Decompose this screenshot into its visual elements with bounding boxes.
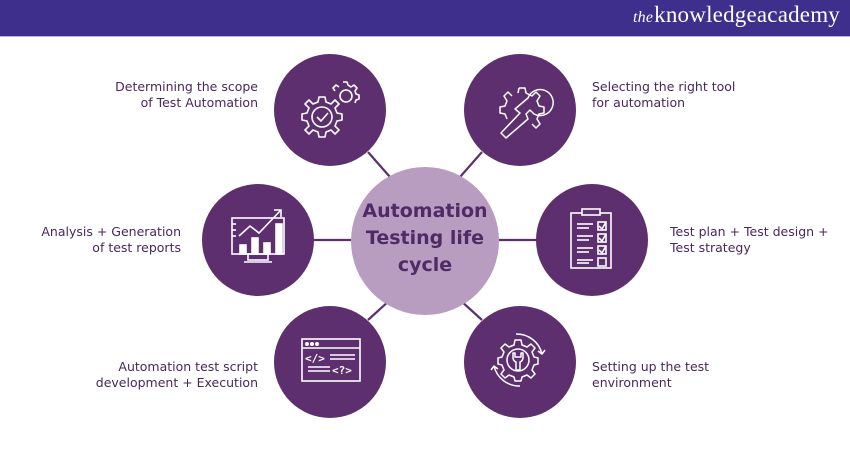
monitor-chart-icon bbox=[231, 209, 285, 263]
label-line: Test strategy bbox=[670, 240, 751, 255]
brand-prefix: the bbox=[633, 9, 654, 26]
label-script: Automation test script development + Exe… bbox=[96, 359, 258, 391]
center-circle bbox=[351, 167, 499, 315]
label-line: of Test Automation bbox=[140, 95, 258, 110]
label-line: Selecting the right tool bbox=[592, 79, 736, 94]
center-title-line: cycle bbox=[397, 254, 453, 276]
label-environment: Setting up the test environment bbox=[592, 359, 709, 391]
code-window-icon: </> <?> bbox=[301, 338, 361, 382]
label-line: Test plan + Test design + bbox=[670, 224, 829, 239]
label-line: Setting up the test bbox=[592, 359, 710, 374]
label-line: of test reports bbox=[92, 240, 181, 255]
gears-check-icon bbox=[301, 81, 360, 138]
header-banner: theknowledgeacademy bbox=[0, 0, 850, 37]
svg-text:</>: </> bbox=[305, 352, 325, 365]
connector-scope bbox=[367, 151, 391, 178]
label-line: environment bbox=[592, 375, 672, 390]
label-line: Analysis + Generation bbox=[41, 224, 181, 239]
label-plan: Test plan + Test design + Test strategy bbox=[670, 224, 829, 256]
node-circle-tool bbox=[464, 54, 576, 166]
connector-tool bbox=[459, 151, 483, 178]
brand-logo: theknowledgeacademy bbox=[633, 2, 840, 28]
gear-cycle-wrench-icon bbox=[490, 333, 546, 387]
label-line: Automation test script bbox=[118, 359, 258, 374]
brand-name: knowledgeacademy bbox=[654, 2, 840, 27]
svg-text:<?>: <?> bbox=[332, 364, 352, 377]
gear-wrench-icon bbox=[499, 87, 554, 139]
node-circle-plan bbox=[536, 184, 648, 296]
label-line: for automation bbox=[592, 95, 686, 110]
label-line: development + Execution bbox=[95, 375, 258, 390]
label-line: Determining the scope bbox=[115, 79, 258, 94]
center-title-line: Testing life bbox=[365, 227, 485, 249]
clipboard-checklist-icon bbox=[570, 208, 612, 269]
center-title-line: Automation bbox=[362, 200, 488, 222]
label-tool: Selecting the right tool for automation bbox=[592, 79, 735, 111]
label-analysis: Analysis + Generation of test reports bbox=[41, 224, 181, 256]
label-scope: Determining the scope of Test Automation bbox=[115, 79, 258, 111]
node-circle-script bbox=[274, 306, 386, 418]
center-title: Automation Testing life cycle bbox=[351, 198, 499, 279]
